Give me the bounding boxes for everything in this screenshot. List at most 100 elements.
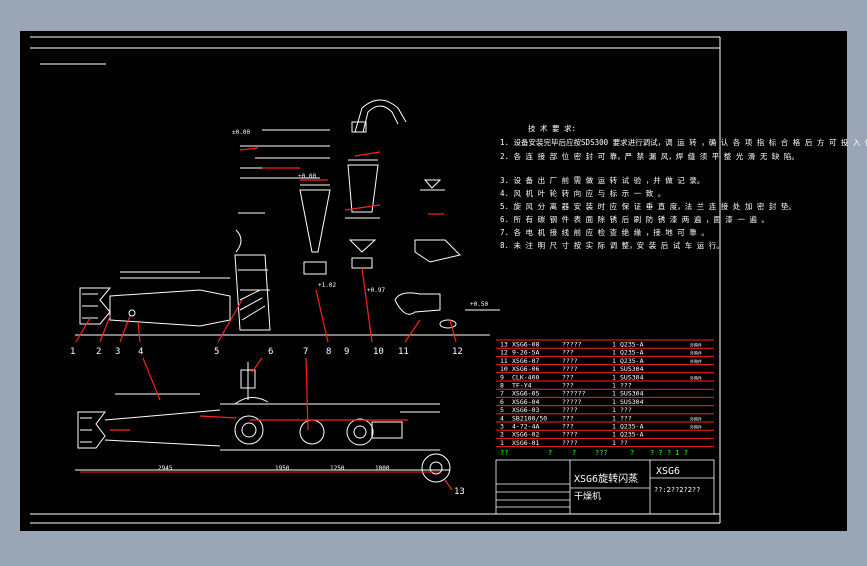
bom-cell-name: ???? [562, 439, 578, 447]
callout-3: 3 [115, 347, 120, 357]
title-block: XSG6旋转闪蒸 干燥机 XSG6 ??:2??2?2?? [495, 459, 715, 515]
bom-cell-no: 1 [500, 439, 504, 447]
bom-cell-remark: 外购件 [690, 415, 702, 421]
elev-marker-5: +0.50 [470, 301, 488, 308]
bom-cell-qty: 1 [612, 357, 616, 365]
bom-header: ?? ? ? ??? ? ? ? ? 1 ? [500, 449, 688, 457]
bom-header-code: ? [548, 449, 552, 457]
bom-cell-qty: 1 [612, 349, 616, 357]
dimension-texts: 2945 1950 1250 1000 [158, 465, 390, 472]
callout-10: 10 [373, 347, 384, 357]
note-item-6: 6. 所 有 碳 钢 件 表 面 除 锈 后 刷 防 锈 漆 两 遍 ，面 漆 … [500, 214, 769, 224]
bom-header-name: ? [572, 449, 576, 457]
bom-cell-code: SB2100/50 [512, 414, 547, 422]
callout-13: 13 [454, 487, 465, 497]
elev-marker-4: +0.97 [367, 287, 385, 294]
bom-cell-qty: 1 [612, 406, 616, 414]
callout-5: 5 [214, 347, 219, 357]
elevation-view [75, 99, 500, 336]
bom-cell-code: TF-Y4 [512, 382, 532, 390]
bom-header-remark: ? ? ? 1 ? [650, 449, 688, 457]
bom-cell-material: Q235-A [620, 349, 644, 357]
bom-cell-code: XSG6-05 [512, 390, 539, 398]
bom-cell-material: Q235-A [620, 431, 644, 439]
callout-labels: 1 2 3 4 5 6 7 8 9 10 11 12 13 [70, 347, 465, 497]
bom-cell-material: ??? [620, 382, 632, 390]
bom-cell-name: ???? [562, 365, 578, 373]
bom-header-no: ?? [500, 449, 508, 457]
bom-cell-qty: 1 [612, 373, 616, 381]
elev-marker-1: ±0.00 [232, 129, 250, 136]
bom-header-material: ? [630, 449, 634, 457]
elev-marker-2: ±0.00 [298, 173, 316, 180]
bom-cell-code: 4-72-4A [512, 423, 539, 431]
dim-text-1: 2945 [158, 465, 173, 472]
bom-cell-qty: 1 [612, 439, 616, 447]
bom-cell-qty: 1 [612, 398, 616, 406]
bom-cell-no: 11 [500, 357, 508, 365]
bom-cell-material: SUS304 [620, 365, 644, 373]
note-item-3: 3. 设 备 出 厂 前 需 做 运 转 试 验 ，并 做 记 录。 [500, 175, 704, 185]
bom-cell-code: CLK-400 [512, 373, 539, 381]
bom-cell-qty: 1 [612, 365, 616, 373]
title-drawing-name: XSG6旋转闪蒸 [574, 472, 638, 485]
bom-grid [496, 339, 714, 448]
bom-cell-no: 4 [500, 414, 504, 422]
note-item-7: 7. 各 电 机 接 线 前 应 检 查 绝 缘 ，接 地 可 靠 。 [500, 227, 709, 237]
bom-cell-material: Q235-A [620, 423, 644, 431]
bom-cell-code: XSG6-03 [512, 406, 539, 414]
note-item-5: 5. 旋 风 分 离 器 安 装 时 应 保 证 垂 直 度，法 兰 连 接 处… [500, 201, 796, 211]
bom-cell-qty: 1 [612, 390, 616, 398]
bom-cell-name: ?????? [562, 390, 586, 398]
bom-cell-code: XSG6-01 [512, 439, 539, 447]
bom-cell-name: ????? [562, 398, 582, 406]
bom-cell-qty: 1 [612, 423, 616, 431]
title-drawing-sub: 干燥机 [574, 490, 601, 502]
bom-cell-no: 3 [500, 423, 504, 431]
bom-cell-material: SUS304 [620, 398, 644, 406]
bom-cell-remark: 外购件 [690, 374, 702, 380]
bom-cell-qty: 1 [612, 431, 616, 439]
plan-leader-lines [110, 357, 453, 491]
bom-cell-material: SUS304 [620, 390, 644, 398]
bom-cell-material: Q235-A [620, 341, 644, 349]
callout-9: 9 [344, 347, 349, 357]
bom-cell-name: ??? [562, 373, 574, 381]
bom-cell-material: ??? [620, 414, 632, 422]
bom-cell-qty: 1 [612, 341, 616, 349]
dim-text-3: 1250 [330, 465, 345, 472]
bom-cell-no: 9 [500, 373, 504, 381]
callout-6: 6 [268, 347, 273, 357]
callout-11: 11 [398, 347, 409, 357]
bom-cell-remark: 外购件 [690, 342, 702, 348]
elevation-markers: ±0.00 ±0.00 +1.02 +0.97 +0.50 [232, 129, 488, 308]
bom-cell-name: ???? [562, 431, 578, 439]
bom-cell-no: 10 [500, 365, 508, 373]
bom-cell-remark: 外购件 [690, 358, 702, 364]
bom-cell-name: ??? [562, 414, 574, 422]
dim-text-2: 1950 [275, 465, 290, 472]
dim-text-4: 1000 [375, 465, 390, 472]
callout-8: 8 [326, 347, 331, 357]
callout-7: 7 [303, 347, 308, 357]
bom-cell-no: 12 [500, 349, 508, 357]
bom-cell-code: XSG6-07 [512, 357, 539, 365]
callout-1: 1 [70, 347, 75, 357]
bom-cell-name: ???? [562, 406, 578, 414]
notes-heading: 技 术 要 求: [528, 123, 576, 133]
callout-4: 4 [138, 347, 143, 357]
bom-cell-name: ????? [562, 341, 582, 349]
bom-cell-no: 13 [500, 341, 508, 349]
bom-cell-no: 5 [500, 406, 504, 414]
bom-cell-no: 7 [500, 390, 504, 398]
title-drawing-code: XSG6 [656, 466, 680, 477]
elev-marker-3: +1.02 [318, 282, 336, 289]
drawing-sheet [20, 31, 847, 531]
bom-cell-material: ??? [620, 406, 632, 414]
bom-cell-code: 9-26-5A [512, 349, 539, 357]
bom-cell-no: 6 [500, 398, 504, 406]
bom-cell-name: ??? [562, 382, 574, 390]
